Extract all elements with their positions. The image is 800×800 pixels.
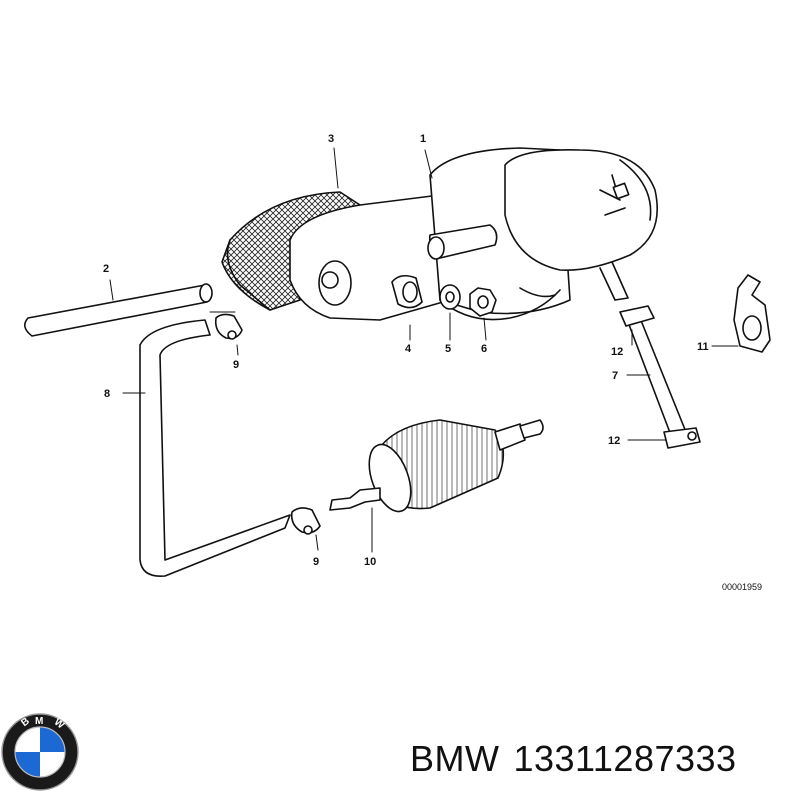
leader-lines	[109, 147, 739, 553]
inline-fuel-filter-part	[329, 419, 544, 513]
hose-clamp-12-lower	[663, 427, 701, 449]
bent-hose-part	[139, 319, 291, 577]
svg-text:M: M	[35, 716, 43, 727]
part-number: 13311287333	[513, 738, 737, 779]
part-caption: BMW 13311287333	[410, 738, 751, 780]
rubber-grommet-part	[391, 274, 423, 309]
callout-11: 11	[697, 341, 709, 353]
callout-1: 1	[420, 133, 426, 145]
bmw-logo: B M W	[1, 713, 79, 791]
callout-9-lower: 9	[313, 556, 319, 568]
callout-2: 2	[103, 263, 109, 275]
callout-9-upper: 9	[233, 359, 239, 371]
hose-clamp-12-upper	[619, 305, 655, 327]
callout-4: 4	[405, 343, 412, 355]
diagram-reference-code: 00001959	[722, 582, 762, 592]
callout-7: 7	[612, 370, 618, 382]
washer-part	[439, 284, 461, 310]
callout-6: 6	[481, 343, 487, 355]
callout-12-lower: 12	[608, 435, 620, 447]
callout-10: 10	[364, 556, 376, 568]
short-hose-part	[627, 317, 687, 439]
hose-clamp-upper	[214, 313, 243, 340]
rubber-holder-part	[733, 274, 771, 353]
hose-clamp-lower	[290, 507, 321, 535]
callout-3: 3	[328, 133, 334, 145]
callout-5: 5	[445, 343, 451, 355]
straight-hose-part	[24, 283, 213, 337]
hex-nut-part	[469, 287, 497, 317]
callout-12-upper: 12	[611, 346, 623, 358]
callout-labels: 1 2 3 4 5 6 7 8 9 9 10 11 12 12 00001959	[103, 133, 762, 592]
brand-name: BMW	[410, 738, 500, 779]
callout-8: 8	[104, 388, 110, 400]
